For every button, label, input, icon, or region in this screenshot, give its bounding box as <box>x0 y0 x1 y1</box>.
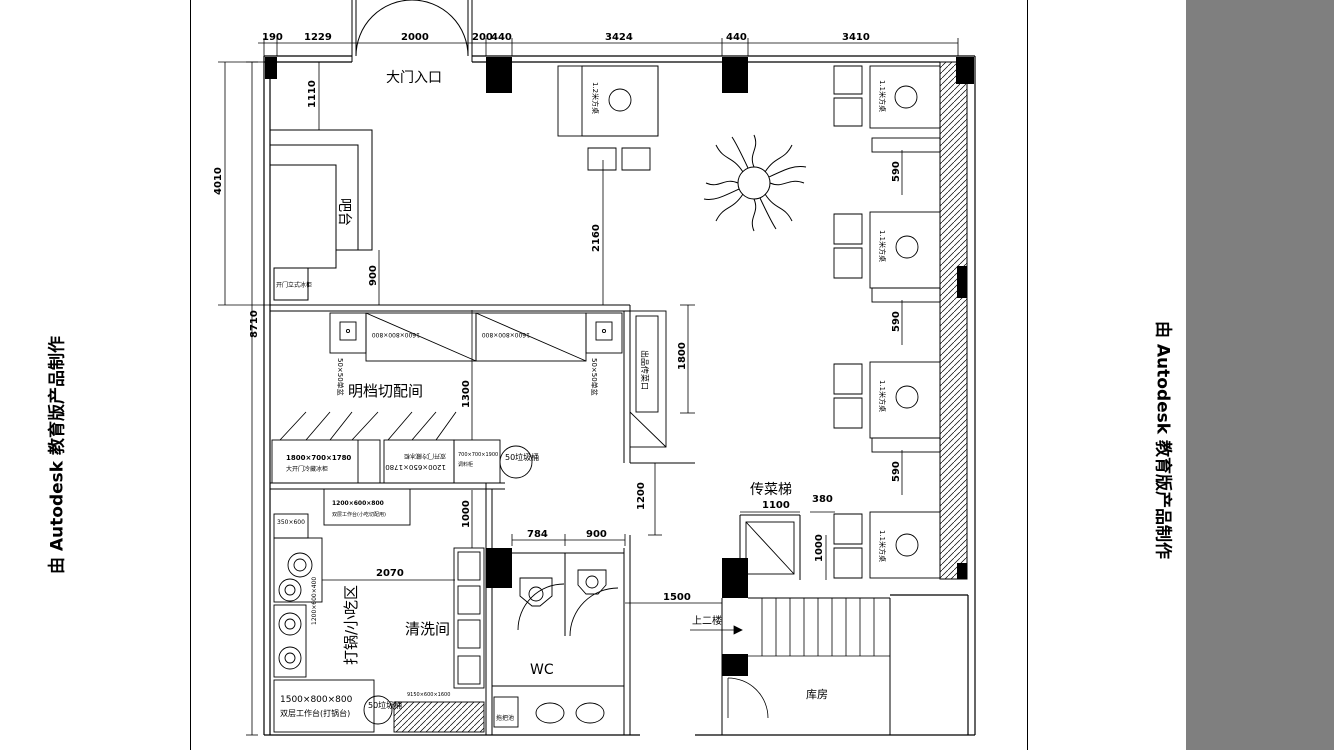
bench1-size: 1200×600×800 <box>332 500 384 507</box>
mop-sink-label: 拖把池 <box>496 714 514 722</box>
dim-590c: 590 <box>891 461 902 482</box>
chandelier-icon <box>703 134 807 232</box>
dim-190: 190 <box>262 32 283 43</box>
dim-2070: 2070 <box>376 568 404 579</box>
room-dumbwaiter: 传菜梯 <box>750 482 792 498</box>
dim-1000b: 1000 <box>814 534 825 562</box>
dim-1500: 1500 <box>663 592 691 603</box>
side-panel <box>1186 0 1334 750</box>
dim-2000: 2000 <box>401 32 429 43</box>
sink-label-left: 50×50单盆 <box>336 358 345 396</box>
dim-200: 200 <box>472 32 493 43</box>
table-1-label-d: 1.1米方桌 <box>878 530 887 562</box>
dim-3424: 3424 <box>605 32 633 43</box>
dim-1200: 1200 <box>636 482 647 510</box>
hotpot-equipment <box>273 488 485 733</box>
dim-440b: 440 <box>726 32 747 43</box>
stove-size: 1200×600×400 <box>311 577 318 625</box>
prep-equipment <box>271 310 667 484</box>
bench1-name: 双层工作台(小吃切配用) <box>332 511 386 518</box>
trash-label-2: 50垃圾桶 <box>368 700 402 710</box>
trash-label: 50垃圾桶 <box>505 452 539 462</box>
room-wc: WC <box>530 662 554 678</box>
fridge1-name: 大开门冷藏冰柜 <box>286 465 328 473</box>
stair-label: 上二楼 <box>692 614 722 627</box>
room-entrance: 大门入口 <box>386 70 442 86</box>
dim-8710: 8710 <box>249 310 260 338</box>
dim-2160: 2160 <box>591 224 602 252</box>
bar-counter <box>270 129 373 301</box>
wc-fixtures <box>493 569 619 728</box>
columns <box>265 57 974 676</box>
dimension-texts: 190 1229 2000 200 440 3424 440 3410 4010… <box>213 32 902 603</box>
dim-1000: 1000 <box>461 500 472 528</box>
room-bar: 吧台 <box>336 198 352 226</box>
water-cabinet-label: 开门立式冰柜 <box>276 281 312 289</box>
dim-590a: 590 <box>891 161 902 182</box>
table-1-label-a: 1.1米方桌 <box>878 80 887 112</box>
dim-900: 900 <box>368 265 379 286</box>
layout-frame-left <box>190 0 191 750</box>
hatched-wall <box>939 61 968 580</box>
fridge2-name: 双开门冷藏冰柜 <box>404 452 446 460</box>
shelf-size: 350×600 <box>277 519 305 526</box>
dim-590b: 590 <box>891 311 902 332</box>
room-wash: 清洗间 <box>405 620 450 638</box>
table-12-label: 1.2米方桌 <box>591 82 600 114</box>
dim-440a: 440 <box>491 32 512 43</box>
dining-area <box>557 65 941 579</box>
dim-1800: 1800 <box>677 342 688 370</box>
room-hotpot: 打锅/小吃区 <box>342 585 360 665</box>
outer-walls <box>263 55 976 736</box>
dim-1110: 1110 <box>307 80 318 108</box>
dim-784: 784 <box>527 529 548 540</box>
staircase <box>690 598 890 719</box>
dim-1100: 1100 <box>762 500 790 511</box>
table-1-label-b: 1.1米方桌 <box>878 230 887 262</box>
pass-window-label: 出品传菜口 <box>640 350 650 390</box>
fridge2-size: 1200×650×1780 <box>385 463 446 471</box>
room-storage: 库房 <box>806 688 828 701</box>
room-prep: 明档切配间 <box>348 382 423 400</box>
dim-4010: 4010 <box>213 167 224 195</box>
cabinet-size: 700×700×1900 <box>458 452 498 458</box>
sink-label-right: 50×50单盆 <box>590 358 599 396</box>
island1-label: 1600×800×800 <box>372 331 420 338</box>
cabinet-name: 调料柜 <box>458 461 473 468</box>
bench2-name: 双层工作台(打锅台) <box>280 708 350 718</box>
dim-1229: 1229 <box>304 32 332 43</box>
plan-dim-label: 9150×600×1600 <box>407 692 450 698</box>
table-1-label-c: 1.1米方桌 <box>878 380 887 412</box>
dumbwaiter <box>745 521 795 575</box>
layout-frame-right <box>1027 0 1028 750</box>
partitions <box>270 304 891 735</box>
fridge1-size: 1800×700×1780 <box>286 454 351 462</box>
island2-label: 1600×800×800 <box>482 331 530 338</box>
bench2-size: 1500×800×800 <box>280 695 353 705</box>
dim-1300: 1300 <box>461 380 472 408</box>
entrance-doors <box>351 0 473 62</box>
dim-900b: 900 <box>586 529 607 540</box>
dim-380: 380 <box>812 494 833 505</box>
dimension-lines <box>218 38 959 736</box>
dim-3410: 3410 <box>842 32 870 43</box>
